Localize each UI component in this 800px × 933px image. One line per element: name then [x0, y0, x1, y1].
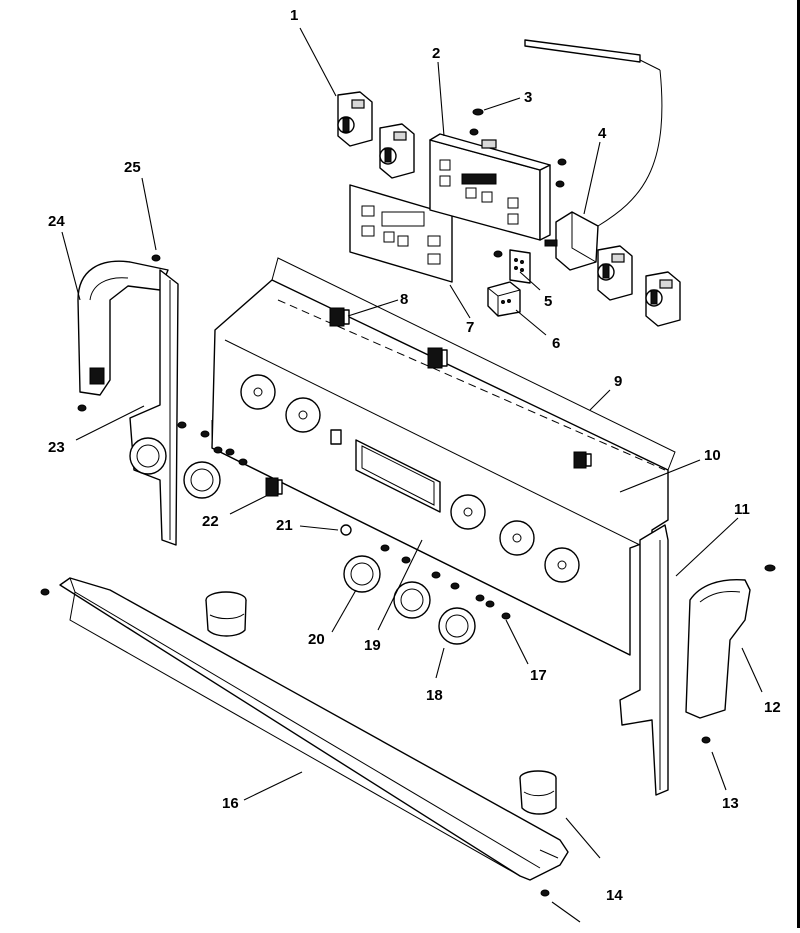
infinite-switch	[597, 245, 633, 301]
callout-23: 23	[48, 439, 65, 456]
callout-4: 4	[598, 125, 607, 142]
control-knob	[393, 581, 431, 619]
callout-2: 2	[432, 45, 440, 62]
screw	[555, 180, 565, 188]
control-knob	[183, 461, 221, 499]
screw	[501, 612, 511, 620]
callout-11: 11	[734, 501, 750, 518]
panel-knob-hole	[450, 494, 486, 530]
callout-13: 13	[722, 795, 739, 812]
lamp-holder	[519, 770, 557, 815]
screw	[225, 448, 235, 456]
callout-5: 5	[544, 293, 552, 310]
screw	[540, 889, 550, 897]
switch-bracket	[487, 281, 521, 317]
callout-22: 22	[202, 513, 219, 530]
screw	[485, 600, 495, 608]
panel-knob-hole	[544, 547, 580, 583]
callout-12: 12	[764, 699, 781, 716]
infinite-switch	[645, 271, 681, 327]
screw	[469, 128, 479, 136]
indicator-light	[573, 451, 592, 469]
lower-trim-panel	[59, 577, 569, 881]
screw	[764, 564, 776, 572]
callout-10: 10	[704, 447, 721, 464]
callout-24: 24	[48, 213, 65, 230]
callout-19: 19	[364, 637, 381, 654]
infinite-switch	[337, 91, 373, 147]
screw	[380, 544, 390, 552]
frame-border	[797, 0, 800, 928]
indicator-light	[427, 347, 448, 369]
oven-thermostat	[524, 39, 663, 271]
left-end-cap	[77, 260, 169, 396]
rocker-switch	[265, 477, 283, 497]
plug-button	[340, 524, 352, 536]
callout-6: 6	[552, 335, 560, 352]
control-overlay	[349, 184, 453, 283]
terminal-block	[509, 249, 531, 284]
screw	[77, 404, 87, 412]
screw	[431, 571, 441, 579]
control-knob	[438, 607, 476, 645]
screw	[213, 446, 223, 454]
callout-9: 9	[614, 373, 622, 390]
callout-18: 18	[426, 687, 443, 704]
callout-3: 3	[524, 89, 532, 106]
screw	[40, 588, 50, 596]
screw	[238, 458, 248, 466]
callout-21: 21	[276, 517, 293, 534]
callout-25: 25	[124, 159, 141, 176]
screw	[450, 582, 460, 590]
leader-lines	[61, 27, 763, 923]
callout-labels: 1 2 3 4 5 6 7 8 9 10 11 12 13 14 16 17 1…	[48, 7, 781, 904]
screw	[701, 736, 711, 744]
control-knob	[343, 555, 381, 593]
callout-14: 14	[606, 887, 623, 904]
right-end-cap	[685, 578, 751, 719]
lamp-holder	[205, 591, 247, 637]
callout-8: 8	[400, 291, 408, 308]
screw	[401, 556, 411, 564]
right-side-bracket	[619, 524, 669, 796]
screw	[472, 108, 484, 116]
indicator-light	[329, 307, 350, 327]
panel-knob-hole	[499, 520, 535, 556]
callout-1: 1	[290, 7, 298, 24]
panel-knob-hole	[285, 397, 321, 433]
callout-7: 7	[466, 319, 474, 336]
screw	[557, 158, 567, 166]
callout-20: 20	[308, 631, 325, 648]
screw	[475, 594, 485, 602]
callout-17: 17	[530, 667, 547, 684]
electronic-control	[429, 133, 551, 241]
control-panel	[211, 257, 676, 656]
callout-16: 16	[222, 795, 239, 812]
screw	[151, 254, 161, 262]
screw	[200, 430, 210, 438]
panel-knob-hole	[240, 374, 276, 410]
screw	[177, 421, 187, 429]
left-side-bracket	[129, 269, 179, 546]
infinite-switch	[379, 123, 415, 179]
control-knob	[129, 437, 167, 475]
